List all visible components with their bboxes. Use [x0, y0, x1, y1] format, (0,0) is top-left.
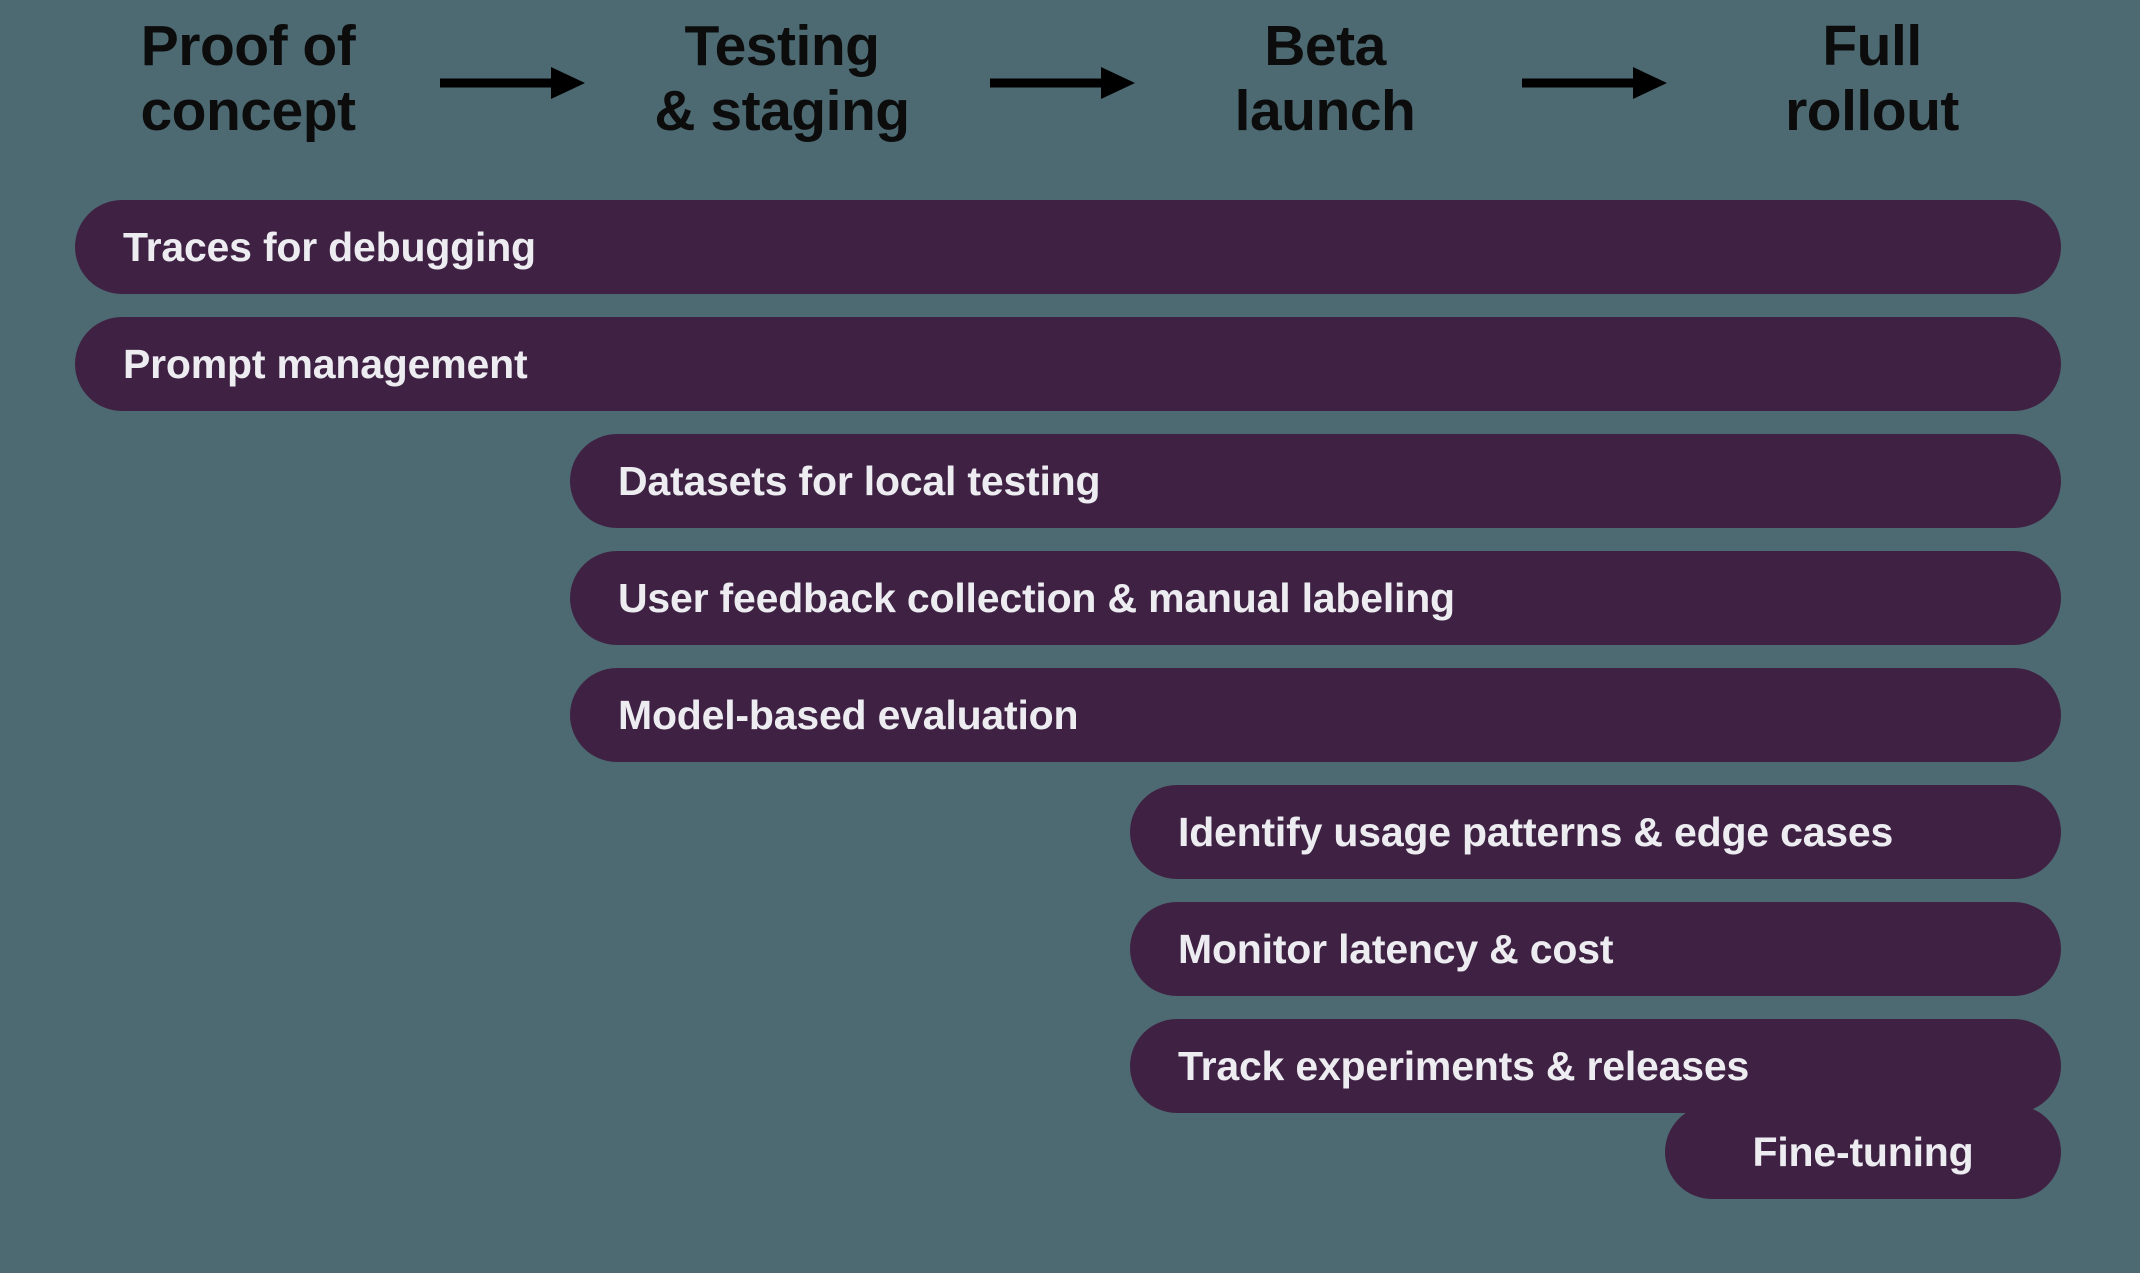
arrow-beta-to-full-icon [1522, 66, 1667, 100]
track-track-experiments-and-releases[interactable]: Track experiments & releases [1130, 1019, 2061, 1113]
track-label: User feedback collection & manual labeli… [618, 574, 1455, 621]
track-prompt-management[interactable]: Prompt management [75, 317, 2061, 411]
track-label: Traces for debugging [123, 223, 536, 270]
track-label: Identify usage patterns & edge cases [1178, 808, 1894, 855]
track-label: Model-based evaluation [618, 691, 1079, 738]
track-user-feedback-collection[interactable]: User feedback collection & manual labeli… [570, 551, 2061, 645]
track-label: Monitor latency & cost [1178, 925, 1614, 972]
track-label: Prompt management [123, 340, 528, 387]
track-label: Fine-tuning [1752, 1128, 1974, 1175]
phase-proof-of-concept: Proof of concept [140, 14, 356, 143]
arrow-testing-to-beta-icon [990, 66, 1135, 100]
track-monitor-latency-and-cost[interactable]: Monitor latency & cost [1130, 902, 2061, 996]
track-label: Track experiments & releases [1178, 1042, 1750, 1089]
arrow-poc-to-testing-icon [440, 66, 585, 100]
track-identify-usage-patterns[interactable]: Identify usage patterns & edge cases [1130, 785, 2061, 879]
track-traces-for-debugging[interactable]: Traces for debugging [75, 200, 2061, 294]
track-label: Datasets for local testing [618, 457, 1101, 504]
phase-header-row: Proof of concept Testing & staging Beta la… [0, 0, 2140, 180]
phase-full-rollout: Full rollout [1785, 14, 1959, 143]
phase-beta-launch: Beta launch [1234, 14, 1416, 143]
phase-testing-and-staging: Testing & staging [654, 14, 910, 143]
track-fine-tuning[interactable]: Fine-tuning [1665, 1105, 2061, 1199]
track-datasets-for-local-testing[interactable]: Datasets for local testing [570, 434, 2061, 528]
track-model-based-evaluation[interactable]: Model-based evaluation [570, 668, 2061, 762]
